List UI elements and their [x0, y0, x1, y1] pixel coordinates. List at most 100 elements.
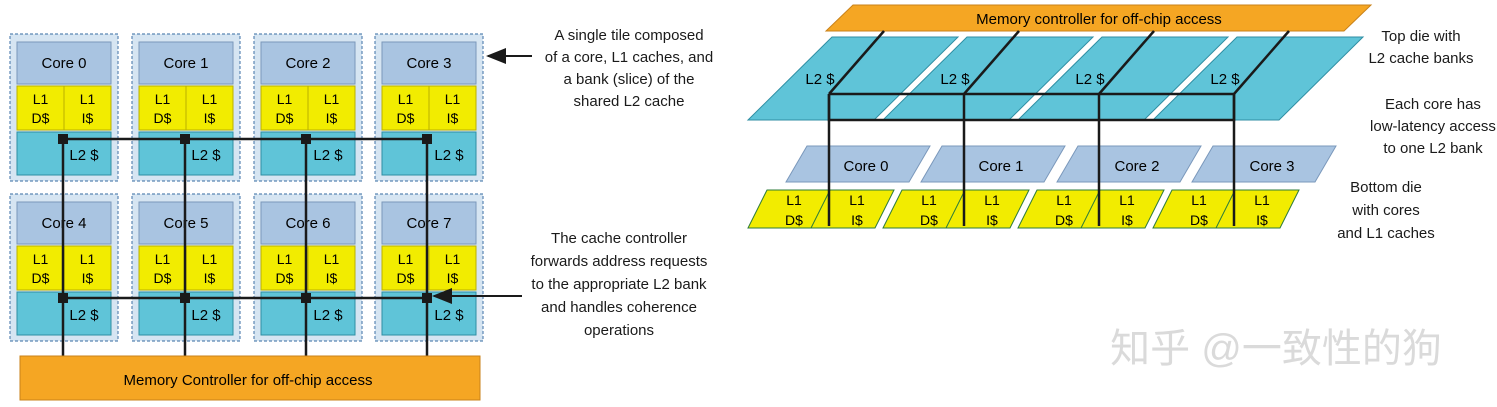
l1i-label-1: L1 — [445, 251, 461, 267]
l1d-label-2: D$ — [32, 110, 50, 126]
l2-bank-label: L2 $ — [805, 71, 835, 88]
l2-bank-3: L2 $ — [1151, 36, 1365, 121]
core-1: Core 1 — [920, 145, 1066, 183]
l1d-label-2: D$ — [276, 270, 294, 286]
l1i-label-1: L1 — [80, 91, 96, 107]
l1d-label-1: L1 — [786, 192, 802, 208]
callout-tile-line-1: A single tile composed — [554, 27, 703, 44]
l1d-label-1: L1 — [277, 91, 293, 107]
callout-controller-line-3: to the appropriate L2 bank — [531, 276, 707, 293]
right-labels: Top die with L2 cache banks Each core ha… — [1337, 28, 1496, 242]
l1-dcache-block — [381, 245, 430, 291]
callout-controller: The cache controller forwards address re… — [432, 230, 707, 339]
callout-tile-line-4: shared L2 cache — [574, 93, 685, 110]
label-top-die-line-1: Top die with — [1381, 28, 1460, 45]
core-label: Core 0 — [41, 55, 86, 72]
l1d-label-2: D$ — [785, 212, 803, 228]
l1-dcache-block — [260, 85, 309, 131]
label-bottom-die-line-1: Bottom die — [1350, 179, 1422, 196]
core-shape — [1056, 145, 1202, 183]
l2-label: L2 $ — [191, 307, 221, 324]
memory-controller-right-label: Memory controller for off-chip access — [976, 11, 1222, 28]
l1-icache-block — [428, 85, 477, 131]
l1d-label-1: L1 — [33, 91, 49, 107]
top-die-l2: L2 $L2 $L2 $L2 $ — [746, 36, 1365, 121]
l1i-label-1: L1 — [849, 192, 865, 208]
core-2: Core 2 — [1056, 145, 1202, 183]
l1-icache-block — [63, 245, 112, 291]
l1i-shape — [810, 189, 895, 229]
l1d-label-2: D$ — [154, 270, 172, 286]
cache-controller-node — [422, 134, 432, 144]
l1d-label-1: L1 — [1191, 192, 1207, 208]
l1-dcache-block — [260, 245, 309, 291]
stacked-die-diagram: Memory controller for off-chip access L2 … — [746, 4, 1373, 229]
l1i-shape — [1215, 189, 1300, 229]
l2-label: L2 $ — [434, 147, 464, 164]
l1-pair-0: L1D$ L1I$ — [747, 189, 895, 229]
core-block — [260, 41, 356, 85]
l1i-shape — [1080, 189, 1165, 229]
callout-controller-line-5: operations — [584, 322, 654, 339]
core-shape — [1191, 145, 1337, 183]
l1i-label-2: I$ — [326, 270, 338, 286]
bottom-die: Core 0 Core 1 Core 2 Core 3 L1D$ L1I$ L1D$ L1I$… — [747, 145, 1337, 229]
l1i-shape — [945, 189, 1030, 229]
callout-tile-line-2: of a core, L1 caches, and — [545, 49, 713, 66]
core-3: Core 3 — [1191, 145, 1337, 183]
l1i-label-1: L1 — [1119, 192, 1135, 208]
l2-label: L2 $ — [434, 307, 464, 324]
core-label: Core 0 — [843, 158, 888, 175]
l1d-label-1: L1 — [155, 251, 171, 267]
label-access-line-3: to one L2 bank — [1383, 140, 1483, 157]
l2-label: L2 $ — [313, 147, 343, 164]
cache-controller-node — [58, 293, 68, 303]
l2-label: L2 $ — [313, 307, 343, 324]
core-label: Core 1 — [978, 158, 1023, 175]
l2-label: L2 $ — [69, 307, 99, 324]
l1-icache-block — [307, 245, 356, 291]
callout-controller-line-1: The cache controller — [551, 230, 687, 247]
l1i-label-1: L1 — [984, 192, 1000, 208]
l1d-label-1: L1 — [155, 91, 171, 107]
core-shape — [920, 145, 1066, 183]
l1-dcache-block — [16, 85, 65, 131]
cache-controller-node — [301, 293, 311, 303]
controller-link — [1233, 30, 1290, 95]
l1-pair-2: L1D$L1I$ — [1017, 189, 1165, 229]
l1i-label-2: I$ — [82, 110, 94, 126]
core-shape — [785, 145, 931, 183]
interconnect-left — [58, 134, 432, 356]
l1d-label-2: D$ — [276, 110, 294, 126]
cache-controller-node — [180, 293, 190, 303]
l1i-label-1: L1 — [324, 91, 340, 107]
tile-0: Core 0 L1D$ L1I$ L2 $ — [9, 33, 119, 182]
callout-controller-line-4: and handles coherence — [541, 299, 697, 316]
l1d-label-1: L1 — [398, 251, 414, 267]
memory-controller-right-shape — [824, 4, 1373, 32]
l1d-label-2: D$ — [1055, 212, 1073, 228]
watermark: 知乎 @一致性的狗 — [1110, 327, 1442, 371]
core-label: Core 2 — [1114, 158, 1159, 175]
l1i-label-2: I$ — [851, 212, 863, 228]
memory-controller-left-label: Memory Controller for off-chip access — [124, 372, 373, 389]
l1-icache-block — [63, 85, 112, 131]
l1-icache-block — [185, 245, 234, 291]
l1i-label-2: I$ — [447, 270, 459, 286]
l1-pair-1: L1D$L1I$ — [882, 189, 1030, 229]
core-label: Core 2 — [285, 55, 330, 72]
l1i-label-2: I$ — [1256, 212, 1268, 228]
l1i-label-2: I$ — [82, 270, 94, 286]
interconnect-right — [827, 30, 1290, 226]
l2-bank-shape — [1151, 36, 1365, 121]
l1i-label-1: L1 — [1254, 192, 1270, 208]
controller-link — [1098, 30, 1155, 95]
l1d-label-2: D$ — [920, 212, 938, 228]
l1d-label-2: D$ — [1190, 212, 1208, 228]
l1-icache-block — [307, 85, 356, 131]
l2-label: L2 $ — [69, 147, 99, 164]
